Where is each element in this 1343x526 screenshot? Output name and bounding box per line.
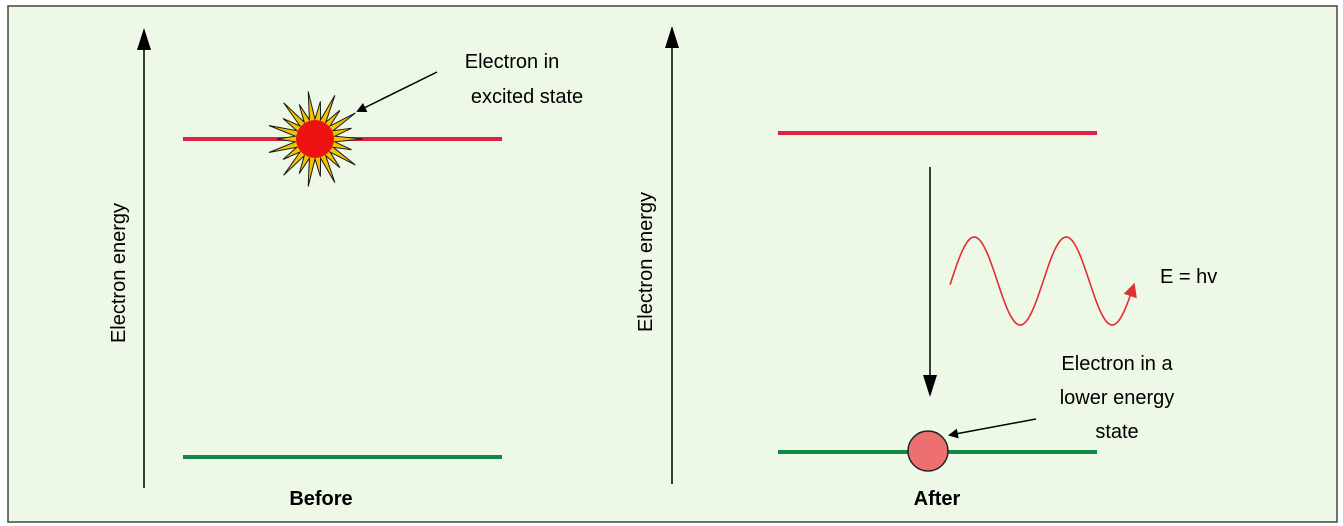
excited-electron-pointer-arrow — [356, 71, 438, 112]
excited-electron — [268, 91, 364, 187]
before-axis-arrowhead — [137, 28, 151, 50]
after-axis-label: Electron energy — [635, 192, 657, 332]
photon-energy-label: E = hv — [1160, 266, 1217, 288]
before-axis-label: Electron energy — [108, 203, 130, 343]
transition-arrowhead — [923, 375, 937, 397]
relaxed-electron-pointer-arrow — [948, 418, 1037, 439]
after-caption: After — [914, 488, 961, 510]
excited-electron-label-line2: excited state — [471, 86, 583, 108]
before-panel: Electron energy Electron in excited stat… — [108, 28, 583, 510]
circle-icon — [907, 430, 949, 472]
after-axis-arrowhead — [665, 26, 679, 48]
excited-electron-label-line1: Electron in — [465, 51, 560, 73]
relaxed-electron-label-line1: Electron in a — [1061, 353, 1173, 375]
relaxed-electron-label-line3: state — [1095, 421, 1138, 443]
before-caption: Before — [289, 488, 352, 510]
after-panel: Electron energy E = hv Electron in a low… — [635, 26, 1217, 510]
excited-electron-core — [296, 120, 334, 158]
photon-wave — [949, 236, 1137, 326]
relaxed-electron-label-line2: lower energy — [1060, 387, 1175, 409]
